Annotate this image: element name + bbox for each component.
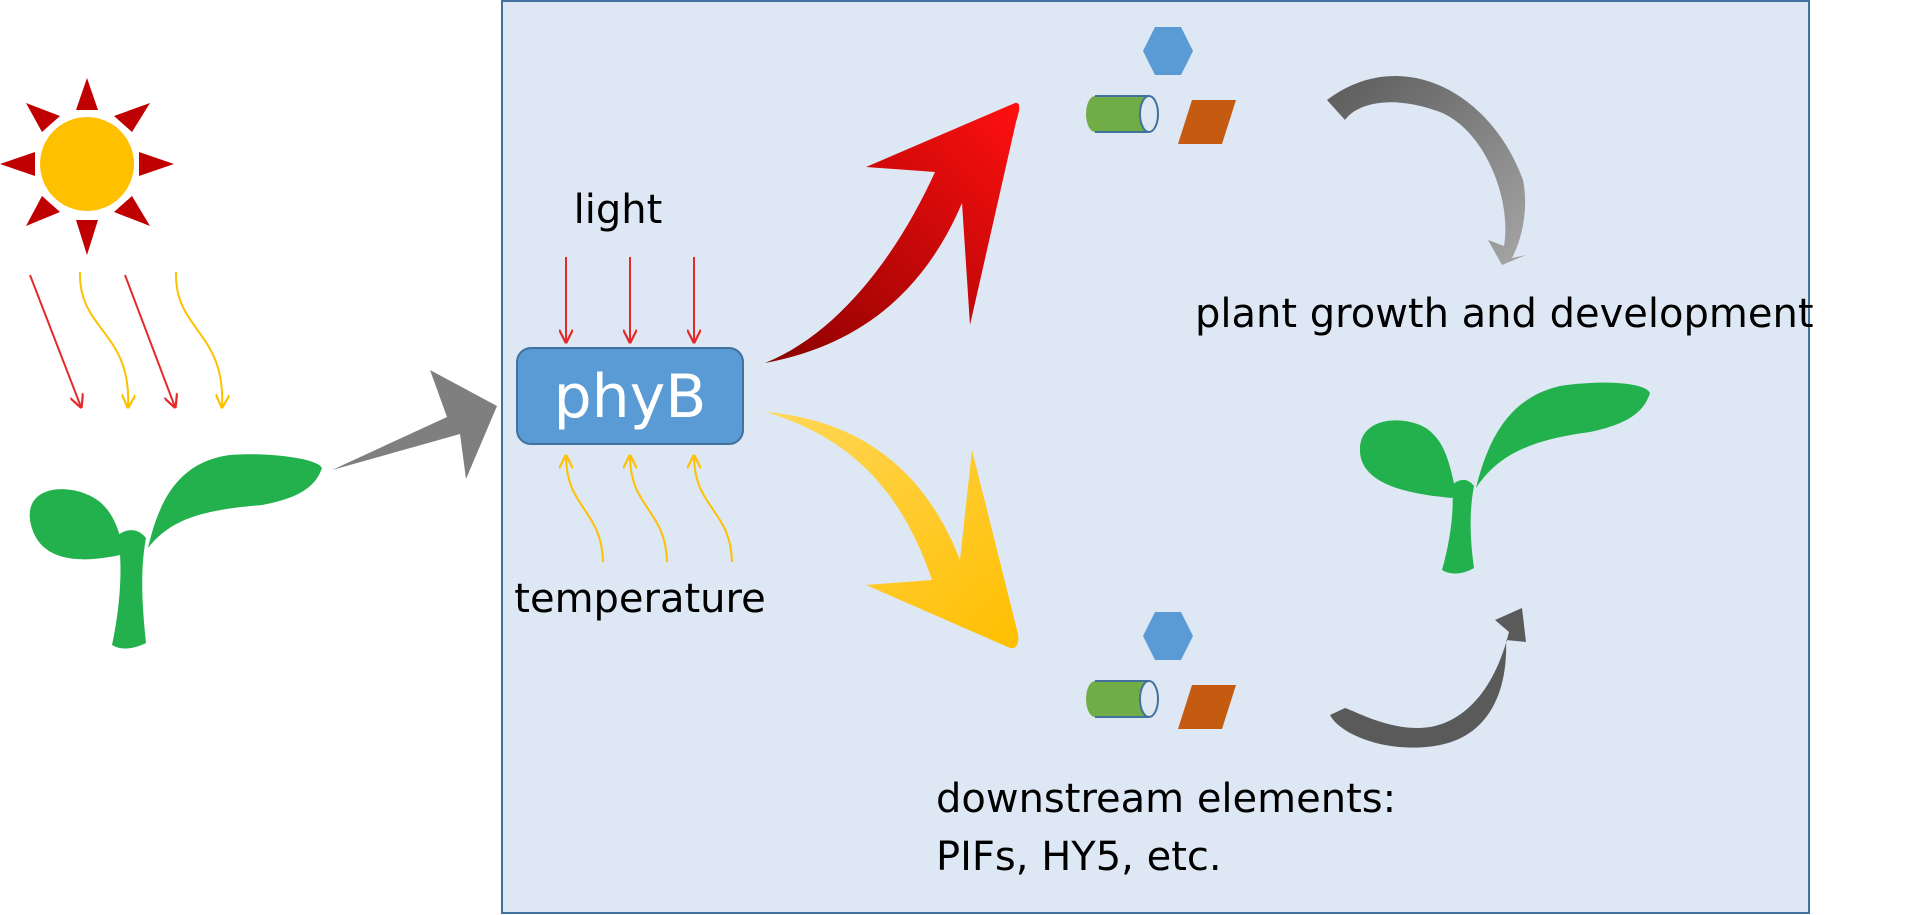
parallelogram-icon	[1178, 100, 1236, 144]
curved-arrow-bottom-icon	[1330, 608, 1526, 748]
pathway-panel	[501, 0, 1810, 914]
cylinder-icon	[1086, 680, 1159, 718]
temperature-label: temperature	[514, 576, 765, 622]
gray-arrow-icon	[332, 370, 497, 479]
red-arrow-icon	[765, 102, 1020, 363]
cylinder-icon	[1086, 95, 1159, 133]
downstream-label-line1: downstream elements:	[936, 776, 1396, 822]
phyB-box	[516, 347, 744, 445]
hexagon-icon	[1143, 27, 1193, 75]
light-label: light	[574, 187, 663, 233]
parallelogram-icon	[1178, 685, 1236, 729]
light-arrows	[566, 257, 694, 342]
seedling-icon	[1359, 382, 1650, 574]
growth-label: plant growth and development	[1195, 291, 1814, 337]
sun-icon	[0, 78, 174, 255]
yellow-arrow-icon	[766, 412, 1019, 649]
temperature-arrows	[566, 456, 733, 563]
molecule-cluster-bottom	[1086, 612, 1236, 729]
phyB-label: phyB	[554, 362, 707, 432]
hexagon-icon	[1143, 612, 1193, 660]
downstream-label-line2: PIFs, HY5, etc.	[936, 834, 1222, 880]
incoming-radiation	[29, 271, 222, 407]
molecule-cluster-top	[1086, 27, 1236, 144]
curved-arrow-top-icon	[1327, 76, 1526, 265]
seedling-icon	[29, 454, 322, 649]
